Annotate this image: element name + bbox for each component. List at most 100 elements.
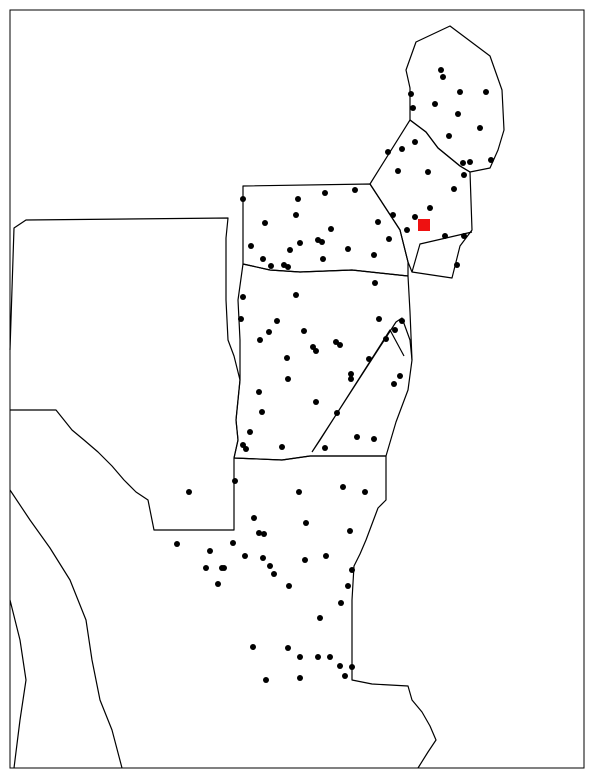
map-point [320, 256, 326, 262]
map-point [354, 434, 360, 440]
map-point [259, 409, 265, 415]
map-point [442, 233, 448, 239]
map-point [392, 327, 398, 333]
map-point [399, 318, 405, 324]
map-point [315, 654, 321, 660]
map-point [372, 280, 378, 286]
map-point [366, 356, 372, 362]
map-point [256, 389, 262, 395]
map-point [337, 663, 343, 669]
map-point [293, 292, 299, 298]
map-point [322, 190, 328, 196]
map-point [412, 214, 418, 220]
map-point [432, 101, 438, 107]
map-point [319, 239, 325, 245]
map-point [404, 227, 410, 233]
map-point [454, 262, 460, 268]
map-point [461, 233, 467, 239]
boundary-coast-west [9, 489, 123, 769]
map-point [342, 673, 348, 679]
map-point [266, 329, 272, 335]
map-point [412, 139, 418, 145]
map-point [186, 489, 192, 495]
map-point [348, 371, 354, 377]
map-point [391, 381, 397, 387]
boundary-east-inner [411, 231, 473, 273]
map-point [345, 583, 351, 589]
map-point [240, 196, 246, 202]
map-point [383, 336, 389, 342]
map-point [260, 555, 266, 561]
map-point [203, 565, 209, 571]
map-point [410, 105, 416, 111]
map-point [446, 133, 452, 139]
map-point [262, 220, 268, 226]
map-point [238, 316, 244, 322]
map-point [293, 212, 299, 218]
region-boundaries [9, 25, 505, 769]
map-border [9, 9, 585, 769]
map-point [483, 89, 489, 95]
map-point [371, 252, 377, 258]
map-point [215, 581, 221, 587]
map-point [286, 583, 292, 589]
map-point [257, 337, 263, 343]
map-point [297, 654, 303, 660]
boundary-north-county [242, 183, 409, 277]
map-point [207, 548, 213, 554]
map-point [313, 348, 319, 354]
map-point [440, 74, 446, 80]
map-point [349, 664, 355, 670]
map-point [285, 645, 291, 651]
map-point [302, 557, 308, 563]
map-point [260, 256, 266, 262]
map-point [242, 553, 248, 559]
map-point [243, 446, 249, 452]
map-point [477, 125, 483, 131]
map-point [301, 328, 307, 334]
map-point [385, 149, 391, 155]
map-point [261, 531, 267, 537]
boundary-diagonal-corridor [311, 317, 413, 453]
map-point [395, 168, 401, 174]
map-point [303, 520, 309, 526]
map-point [390, 212, 396, 218]
map-point [219, 565, 225, 571]
boundary-coast-shelf [9, 599, 27, 769]
map-point [488, 157, 494, 163]
map-point [250, 644, 256, 650]
highlight-marker[interactable] [418, 219, 430, 231]
map-point [455, 111, 461, 117]
map-point [399, 146, 405, 152]
map-point [347, 528, 353, 534]
map-point [461, 172, 467, 178]
map-point [327, 654, 333, 660]
boundary-west-county [9, 217, 241, 531]
map-point [328, 226, 334, 232]
map-point [232, 478, 238, 484]
map-point [297, 675, 303, 681]
map-point [297, 240, 303, 246]
map-point [296, 489, 302, 495]
map-point [247, 429, 253, 435]
boundary-central-county [233, 263, 413, 461]
map-point [397, 373, 403, 379]
map-point [263, 677, 269, 683]
map-point [274, 318, 280, 324]
map-point [457, 89, 463, 95]
map-point [256, 530, 262, 536]
map-point [338, 600, 344, 606]
map-point [349, 567, 355, 573]
map-point [337, 342, 343, 348]
map-point [287, 247, 293, 253]
map-point [334, 410, 340, 416]
map-point [467, 159, 473, 165]
map-point [295, 196, 301, 202]
map-point [375, 219, 381, 225]
map-point [460, 160, 466, 166]
map-point [425, 169, 431, 175]
map-point [317, 615, 323, 621]
map-point [268, 263, 274, 269]
